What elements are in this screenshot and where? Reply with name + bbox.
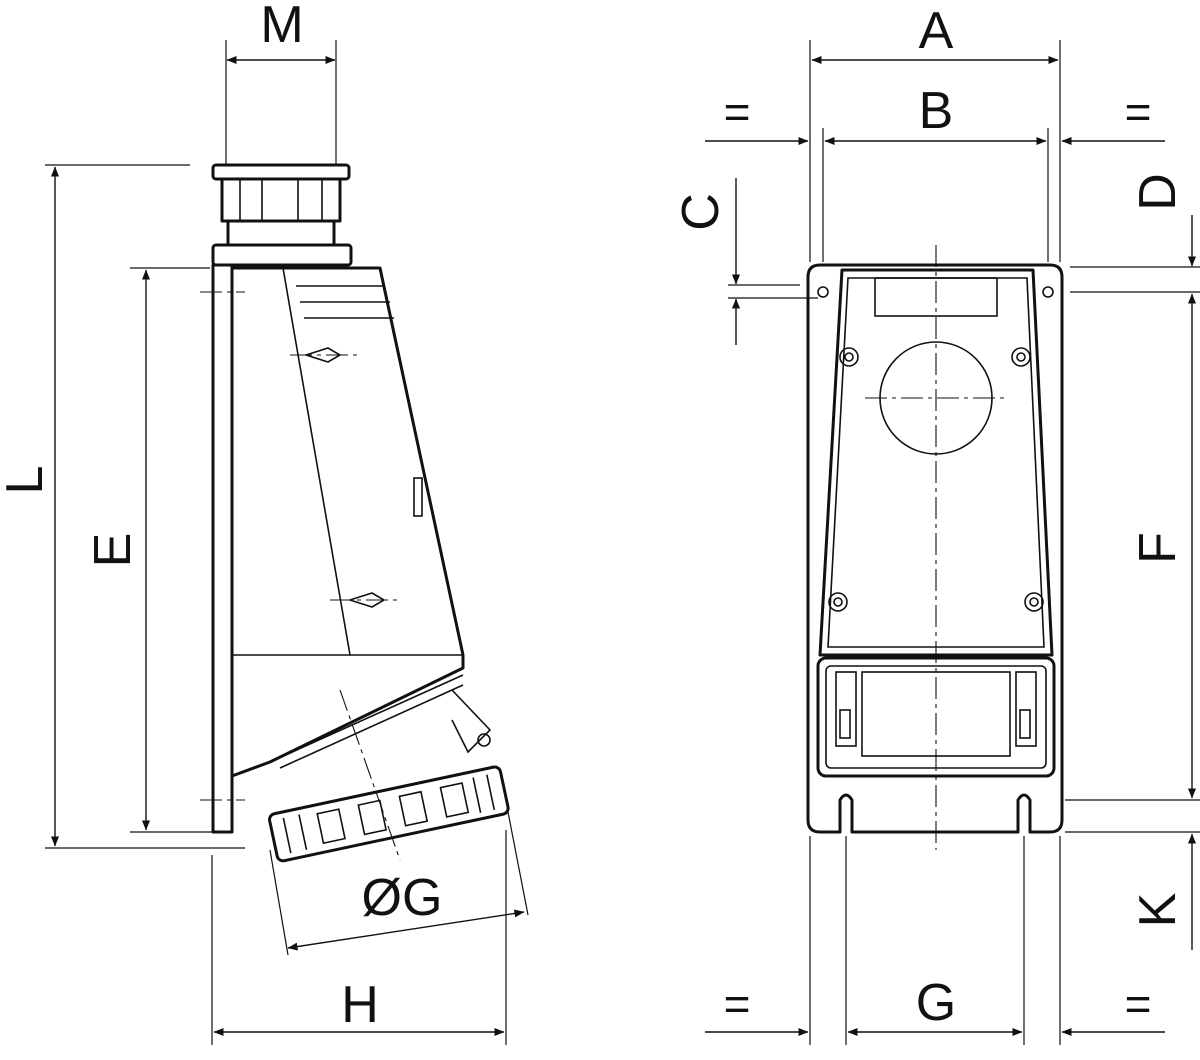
equal-mark-bottom-right: = xyxy=(1125,978,1152,1030)
equal-mark-top-left: = xyxy=(724,86,751,138)
equal-mark-top-right: = xyxy=(1125,86,1152,138)
side-view: M L E ØG H xyxy=(0,0,529,1045)
cable-gland xyxy=(211,163,353,267)
dim-label-g: G xyxy=(916,974,956,1032)
dim-label-c: C xyxy=(672,193,730,231)
dim-label-d: D xyxy=(1129,173,1187,211)
socket-ring xyxy=(268,765,510,863)
socket-body xyxy=(230,266,492,778)
dim-label-k: K xyxy=(1129,892,1187,927)
equal-mark-bottom-left: = xyxy=(724,978,751,1030)
mounting-plate xyxy=(211,263,234,834)
dim-label-e: E xyxy=(84,533,142,568)
dim-label-diameter-g: ØG xyxy=(362,869,443,927)
dim-label-b: B xyxy=(919,82,954,140)
dim-label-m: M xyxy=(260,0,303,54)
dim-label-f: F xyxy=(1129,532,1187,564)
dim-label-h: H xyxy=(341,976,379,1034)
dim-label-l: L xyxy=(0,466,54,495)
front-view: A B = = C D F K G xyxy=(672,2,1200,1045)
dim-label-a: A xyxy=(919,2,954,60)
front-plate xyxy=(806,263,1064,834)
